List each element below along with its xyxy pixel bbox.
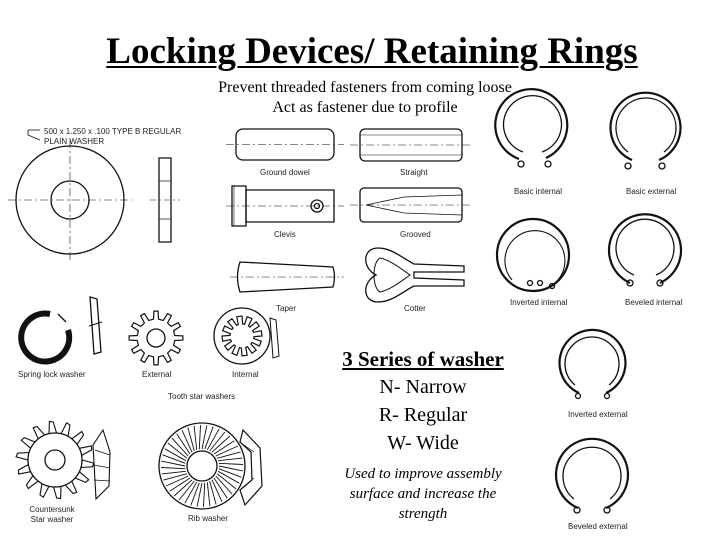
- label-spring-lock-washer: Spring lock washer: [18, 370, 86, 379]
- label-external: External: [142, 370, 172, 379]
- label-straight: Straight: [400, 168, 428, 177]
- cotter-pin-drawing: [366, 248, 464, 302]
- label-clevis: Clevis: [274, 230, 296, 239]
- grooved-pin-drawing: [350, 188, 472, 222]
- ring-inverted-internal-drawing: [497, 219, 569, 291]
- note-line-1: Used to improve assembly: [344, 466, 502, 482]
- ring-basic-external-drawing: [611, 93, 681, 169]
- label-internal: Internal: [232, 370, 259, 379]
- washer-purpose-note: Used to improve assembly surface and inc…: [318, 464, 528, 524]
- rib-washer-drawing: [159, 423, 262, 509]
- ground-dowel-drawing: [226, 129, 344, 160]
- slide-title: Locking Devices/ Retaining Rings: [106, 31, 638, 72]
- plain-washer-front-drawing: [8, 130, 132, 260]
- subtitle-line-1: Prevent threaded fasteners from coming l…: [218, 79, 512, 96]
- internal-tooth-washer-drawing: [214, 308, 279, 364]
- ring-basic-internal-drawing: [495, 89, 567, 167]
- washer-series-item-wide: W- Wide: [387, 432, 459, 454]
- label-basic-internal: Basic internal: [514, 187, 563, 196]
- spring-lock-washer-drawing: [21, 297, 102, 362]
- label-countersunk-line-2: Star washer: [30, 515, 74, 524]
- note-line-3: strength: [398, 506, 448, 522]
- label-inverted-external: Inverted external: [568, 410, 628, 419]
- external-tooth-washer-drawing: [129, 311, 183, 365]
- label-beveled-external: Beveled external: [568, 522, 628, 531]
- label-grooved: Grooved: [400, 230, 431, 239]
- ring-inverted-external-drawing: [560, 330, 626, 399]
- label-beveled-internal: Beveled internal: [625, 298, 683, 307]
- plain-washer-side-drawing: [150, 158, 180, 242]
- clevis-pin-drawing: [226, 186, 344, 226]
- label-tooth-star-washers: Tooth star washers: [168, 392, 236, 401]
- washer-callout-line-2: PLAIN WASHER: [44, 137, 105, 146]
- washer-series-item-regular: R- Regular: [378, 404, 468, 426]
- washer-series-heading: 3 Series of washer: [342, 347, 504, 371]
- label-taper: Taper: [276, 304, 297, 313]
- washer-series-block: 3 Series of washer N- Narrow R- Regular …: [318, 346, 528, 457]
- straight-pin-drawing: [350, 129, 472, 161]
- washer-series-item-narrow: N- Narrow: [379, 376, 467, 398]
- label-cotter: Cotter: [404, 304, 426, 313]
- countersunk-star-washer-drawing: [16, 421, 110, 499]
- note-line-2: surface and increase the: [349, 486, 497, 502]
- label-rib-washer: Rib washer: [188, 514, 229, 523]
- label-countersunk-line-1: Countersunk: [29, 505, 75, 514]
- label-basic-external: Basic external: [626, 187, 677, 196]
- label-ground-dowel: Ground dowel: [260, 168, 310, 177]
- taper-pin-drawing: [230, 262, 344, 292]
- washer-callout-line-1: 500 x 1.250 x .100 TYPE B REGULAR: [44, 127, 182, 136]
- label-inverted-internal: Inverted internal: [510, 298, 568, 307]
- ring-beveled-internal-drawing: [609, 214, 681, 286]
- ring-beveled-external-drawing: [556, 439, 628, 513]
- subtitle-line-2: Act as fastener due to profile: [272, 99, 458, 116]
